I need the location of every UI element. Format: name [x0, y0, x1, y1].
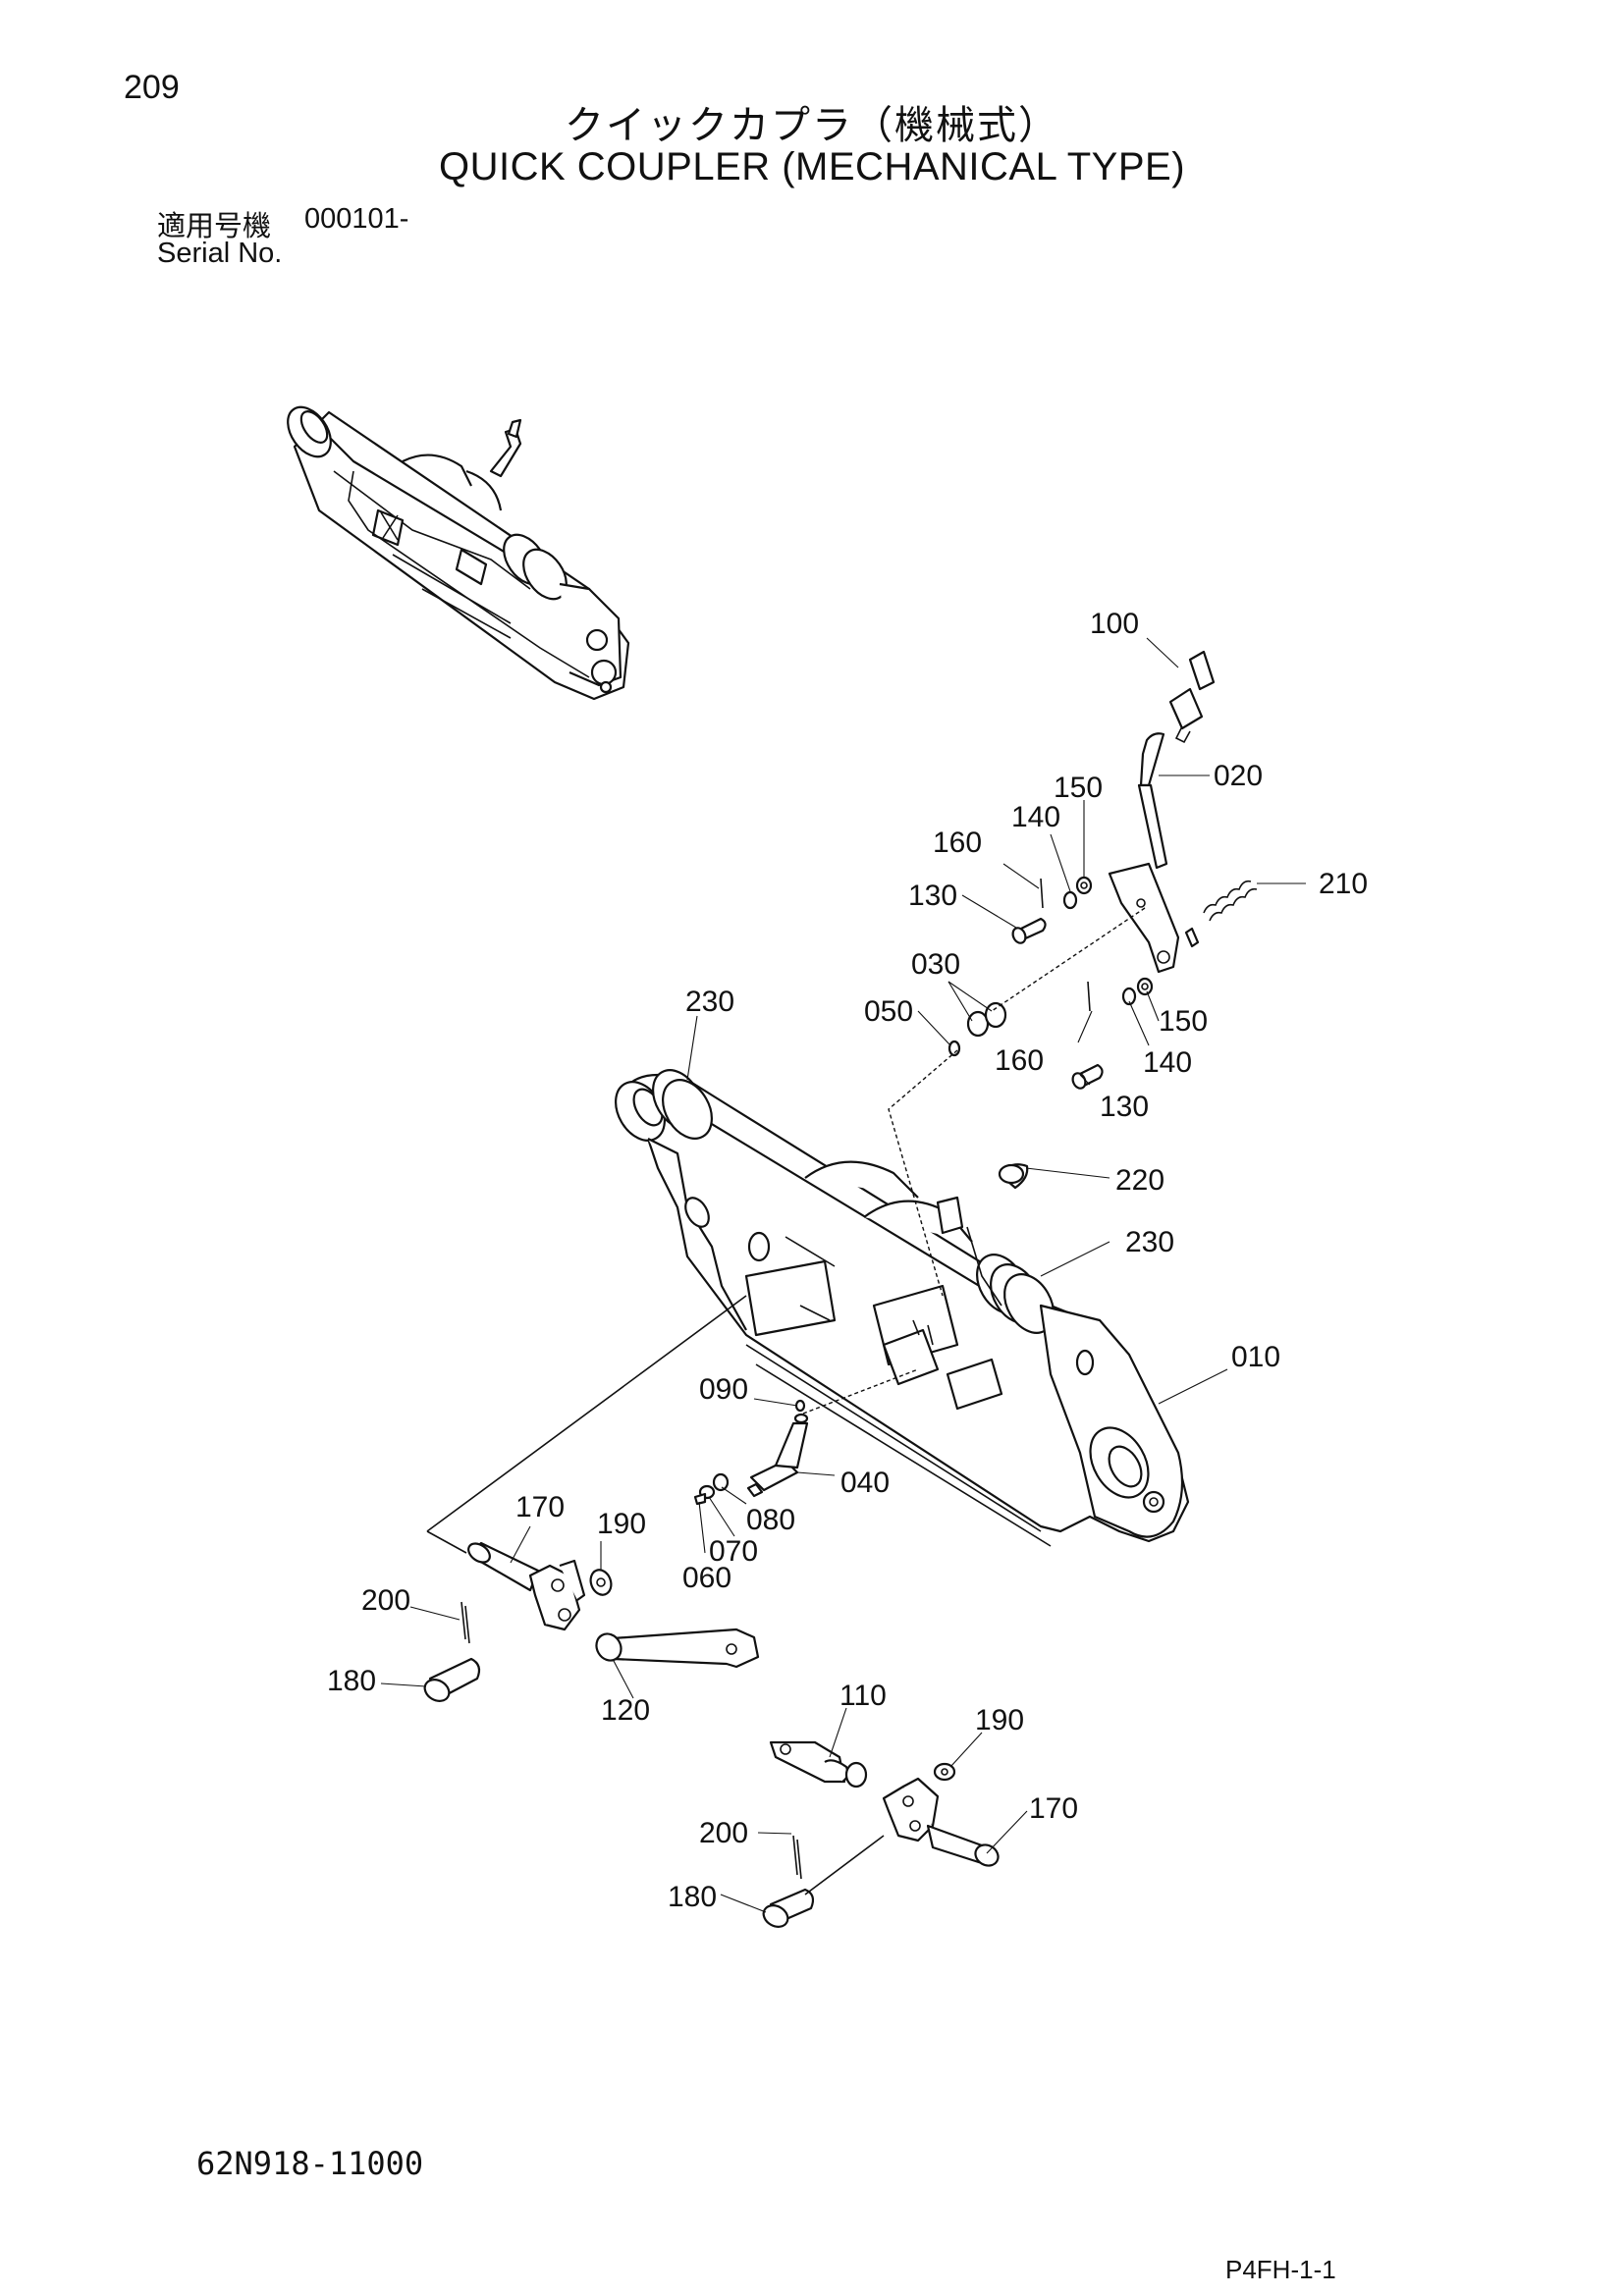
- bottom-linkage-drawing: [762, 1740, 1000, 1928]
- callout-150: 150: [1159, 1005, 1208, 1038]
- callout-220: 220: [1115, 1164, 1164, 1197]
- main-coupler-drawing: [615, 1069, 1190, 1547]
- callout-230: 230: [685, 986, 734, 1018]
- serial-value: 000101-: [304, 203, 409, 235]
- callout-090: 090: [699, 1373, 748, 1406]
- leader-lines: [380, 637, 1306, 1913]
- callout-170: 170: [515, 1491, 565, 1523]
- callout-060: 060: [682, 1562, 731, 1594]
- serial-label-japanese: 適用号機: [157, 209, 272, 242]
- page-number: 209: [124, 69, 180, 106]
- callout-labels: 100 020 150 140 160 130 210 030 230 050 …: [327, 608, 1368, 1913]
- assembly-line-lever: [991, 907, 1146, 1012]
- serial-label-english: Serial No.: [157, 238, 283, 269]
- callout-160: 160: [933, 827, 982, 859]
- pin-bracket-drawing: [693, 1399, 809, 1506]
- callout-200: 200: [699, 1817, 748, 1849]
- callout-180: 180: [668, 1881, 717, 1913]
- title-japanese: クイックカプラ（機械式）: [565, 103, 1059, 148]
- callout-180: 180: [327, 1665, 376, 1697]
- callout-100: 100: [1090, 608, 1139, 640]
- callout-210: 210: [1319, 868, 1368, 900]
- small-parts-drawing: [947, 876, 1154, 1190]
- callout-050: 050: [864, 995, 913, 1028]
- callout-080: 080: [746, 1504, 795, 1536]
- callout-020: 020: [1214, 760, 1263, 792]
- callout-170: 170: [1029, 1792, 1078, 1825]
- callout-140: 140: [1011, 801, 1060, 833]
- title-english: QUICK COUPLER (MECHANICAL TYPE): [438, 145, 1186, 188]
- callout-040: 040: [840, 1467, 890, 1499]
- left-linkage-drawing: [423, 1295, 760, 1702]
- callout-200: 200: [361, 1584, 410, 1617]
- callout-010: 010: [1231, 1341, 1280, 1373]
- callout-230: 230: [1125, 1226, 1174, 1258]
- callout-160: 160: [995, 1044, 1044, 1077]
- callout-120: 120: [601, 1694, 650, 1727]
- callout-190: 190: [975, 1704, 1024, 1736]
- callout-130: 130: [1100, 1091, 1149, 1123]
- callout-110: 110: [839, 1680, 887, 1712]
- callout-030: 030: [911, 948, 960, 981]
- drawing-number: 62N918-11000: [196, 2145, 424, 2182]
- page-code: P4FH-1-1: [1225, 2255, 1336, 2284]
- callout-070: 070: [709, 1535, 758, 1568]
- callout-140: 140: [1143, 1046, 1192, 1079]
- assembly-line-frame: [888, 1049, 958, 1297]
- callout-150: 150: [1054, 772, 1103, 804]
- overview-coupler-drawing: [287, 405, 630, 701]
- lever-assembly-drawing: [1108, 650, 1258, 974]
- callout-130: 130: [908, 880, 957, 912]
- callout-190: 190: [597, 1508, 646, 1540]
